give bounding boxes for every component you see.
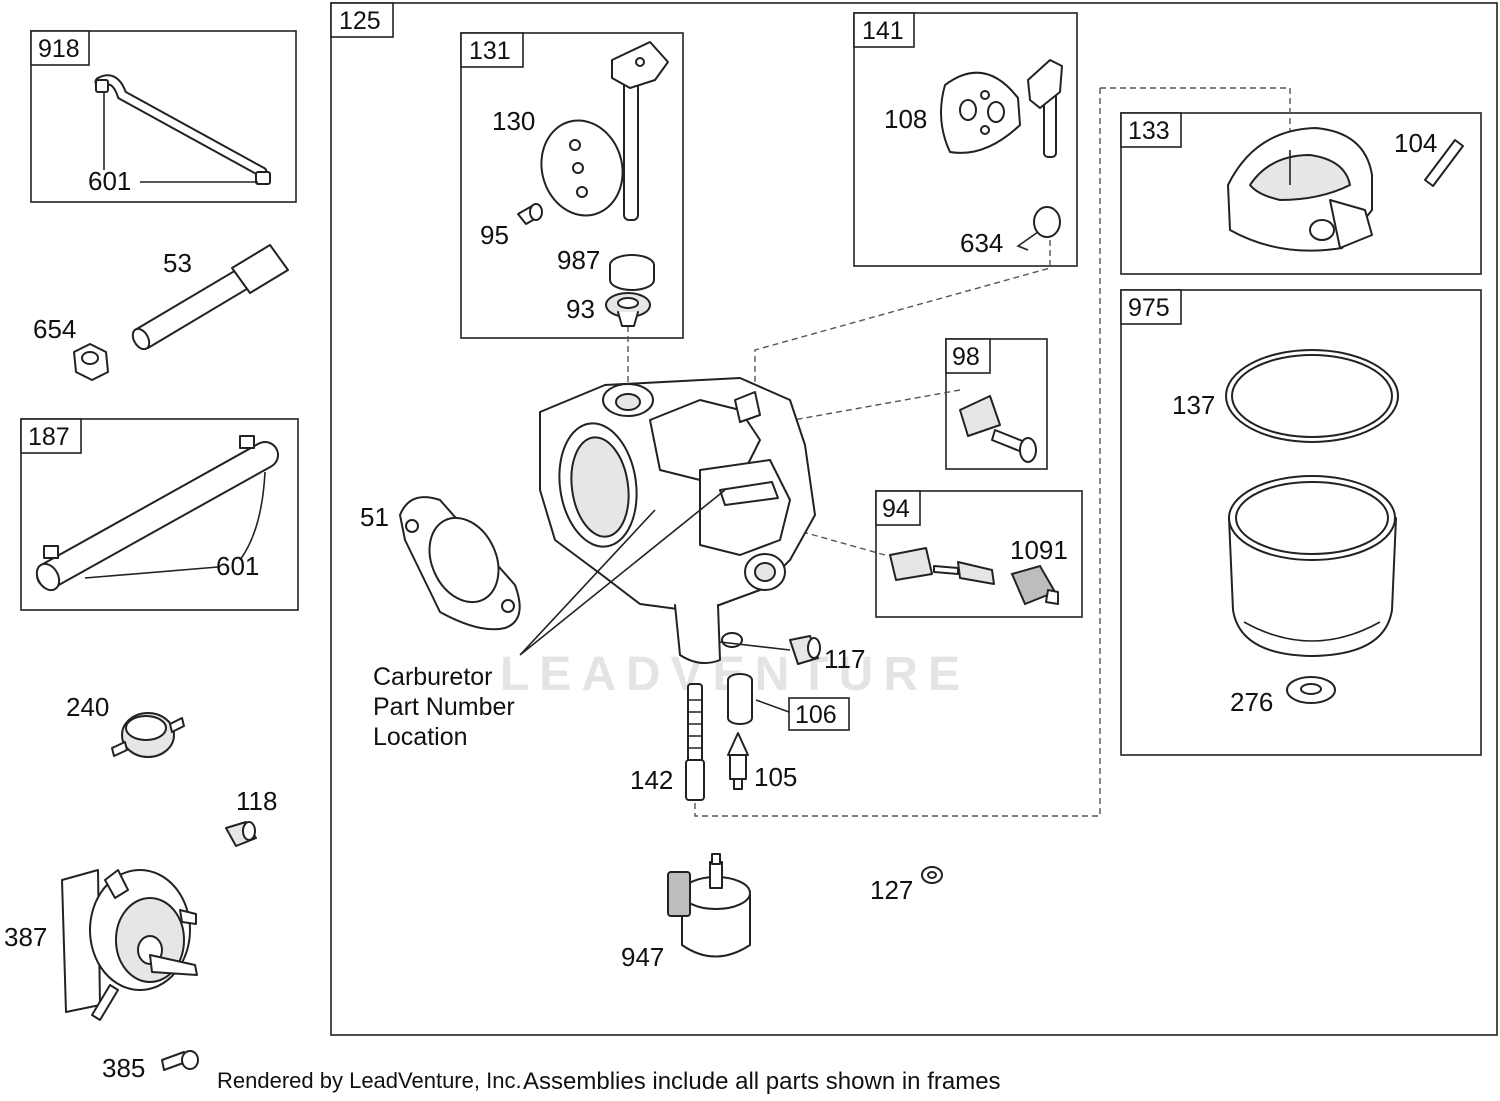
fuel-line-918	[94, 74, 271, 185]
mixture-screw-94	[889, 547, 995, 585]
pin-104	[1424, 139, 1464, 187]
carb-note-line2: Part Number	[373, 693, 515, 721]
callout-987: 987	[557, 245, 600, 275]
frame-133: 133	[1120, 112, 1482, 275]
float-133	[1227, 127, 1373, 252]
seal-987	[609, 254, 655, 291]
frame-125-label: 125	[339, 7, 381, 35]
washer-276	[1286, 676, 1336, 704]
frame-187-label: 187	[28, 423, 70, 451]
frame-918-label: 918	[38, 35, 80, 63]
limiter-cap-1091	[1010, 564, 1059, 606]
callout-385: 385	[102, 1053, 145, 1083]
callout-601b: 601	[216, 551, 259, 581]
callout-137: 137	[1172, 390, 1215, 420]
throttle-shaft	[611, 41, 669, 221]
bushing-93	[605, 292, 651, 327]
choke-shaft	[1027, 59, 1063, 158]
callout-51: 51	[360, 502, 389, 532]
carb-note-line3: Location	[373, 723, 468, 751]
callout-53: 53	[163, 248, 192, 278]
callout-601a: 601	[88, 166, 131, 196]
dashed-leader-98	[737, 389, 961, 431]
fitting-53	[131, 244, 289, 351]
callout-130: 130	[492, 106, 535, 136]
frame-975-label: 975	[1128, 294, 1170, 322]
fuel-filter-240	[111, 712, 185, 758]
carb-note-line1: Carburetor	[373, 663, 493, 691]
washer-127	[921, 866, 943, 884]
gasket-137	[1225, 349, 1399, 443]
callout-240: 240	[66, 692, 109, 722]
frame-187: 187	[20, 418, 299, 611]
seat-106	[727, 673, 790, 725]
frame-94: 94	[875, 490, 1083, 618]
frame-141: 141	[853, 12, 1078, 267]
frame-98-label: 98	[952, 343, 980, 371]
emulsion-tube-142	[685, 683, 705, 801]
note-leader-lines	[519, 489, 726, 656]
screw-385	[161, 1050, 199, 1071]
callout-105: 105	[754, 762, 797, 792]
fitting-118	[225, 821, 257, 847]
callout-117: 117	[824, 644, 865, 674]
callout-634: 634	[960, 228, 1003, 258]
callout-276: 276	[1230, 687, 1273, 717]
callout-387: 387	[4, 922, 47, 952]
assembly-dashed-boundary	[694, 87, 1291, 817]
frame-131-label: 131	[469, 37, 511, 65]
needle-105	[727, 732, 749, 790]
callout-654: 654	[33, 314, 76, 344]
spring-634	[1016, 206, 1061, 251]
callout-1091: 1091	[1010, 535, 1068, 565]
frame-975: 975	[1120, 289, 1482, 756]
footer-rendered-by: Rendered by LeadVenture, Inc.	[217, 1068, 522, 1093]
throttle-plate-130	[540, 119, 624, 217]
screw-95	[517, 203, 543, 225]
frame-141-label: 141	[862, 17, 904, 45]
float-bowl	[1228, 475, 1397, 657]
idle-screw-98	[959, 395, 1037, 463]
solenoid-947	[667, 853, 751, 958]
callout-93: 93	[566, 294, 595, 324]
dashed-leader-94	[759, 519, 886, 556]
callout-108: 108	[884, 104, 927, 134]
dashed-leader-634	[754, 240, 1051, 430]
carburetor-body	[539, 377, 816, 665]
callout-947: 947	[621, 942, 664, 972]
footer-assemblies-note: Assemblies include all parts shown in fr…	[523, 1068, 1001, 1095]
jet-117	[719, 635, 821, 665]
frame-918: 918	[30, 30, 297, 203]
frame-106-label: 106	[795, 701, 837, 729]
callout-104: 104	[1394, 128, 1437, 158]
gasket-51	[399, 496, 521, 631]
nut-654	[73, 343, 109, 381]
fuel-line-187	[35, 435, 279, 592]
frame-98: 98	[945, 338, 1048, 470]
fuel-pump-387	[61, 869, 198, 1021]
frame-94-label: 94	[882, 495, 910, 523]
frame-106: 106	[788, 697, 850, 731]
callout-142: 142	[630, 765, 673, 795]
callout-118: 118	[236, 786, 277, 816]
frame-125: 125	[330, 2, 1498, 1036]
callout-127: 127	[870, 875, 913, 905]
choke-plate-108	[940, 71, 1021, 154]
frame-131: 131	[460, 32, 684, 339]
frame-133-label: 133	[1128, 117, 1170, 145]
callout-95: 95	[480, 220, 509, 250]
